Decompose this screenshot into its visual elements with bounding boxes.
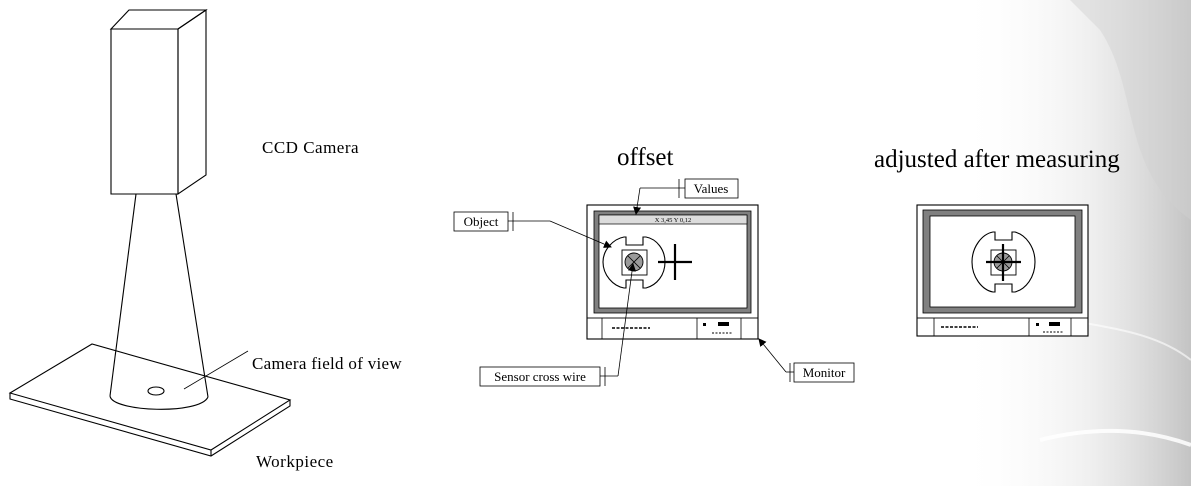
object-label: Object — [464, 214, 499, 229]
adjusted-sensor-crosswire — [986, 244, 1021, 281]
adjusted-title: adjusted after measuring — [874, 146, 1120, 173]
sensor-label: Sensor cross wire — [494, 369, 586, 384]
workpiece-label: Workpiece — [256, 452, 334, 471]
sensor-crosswire — [658, 244, 692, 280]
sensor-callout: Sensor cross wire — [479, 263, 637, 387]
offset-title: offset — [617, 144, 674, 171]
workpiece — [8, 343, 292, 457]
values-label: Values — [694, 181, 729, 196]
object-callout: Object — [453, 211, 612, 248]
adjusted-monitor — [916, 204, 1089, 337]
field-of-view-leader — [183, 350, 249, 390]
camera-field-of-view — [109, 193, 209, 410]
offset-monitor: X 3,45 Y 0,12 — [586, 204, 759, 340]
monitor-callout: Monitor — [758, 338, 855, 383]
screen-readout: X 3,45 Y 0,12 — [655, 217, 692, 224]
field-of-view-label: Camera field of view — [252, 354, 402, 373]
values-callout: Values — [633, 178, 739, 215]
camera-label: CCD Camera — [262, 138, 359, 157]
monitor-label: Monitor — [803, 365, 846, 380]
ccd-camera — [109, 8, 208, 196]
